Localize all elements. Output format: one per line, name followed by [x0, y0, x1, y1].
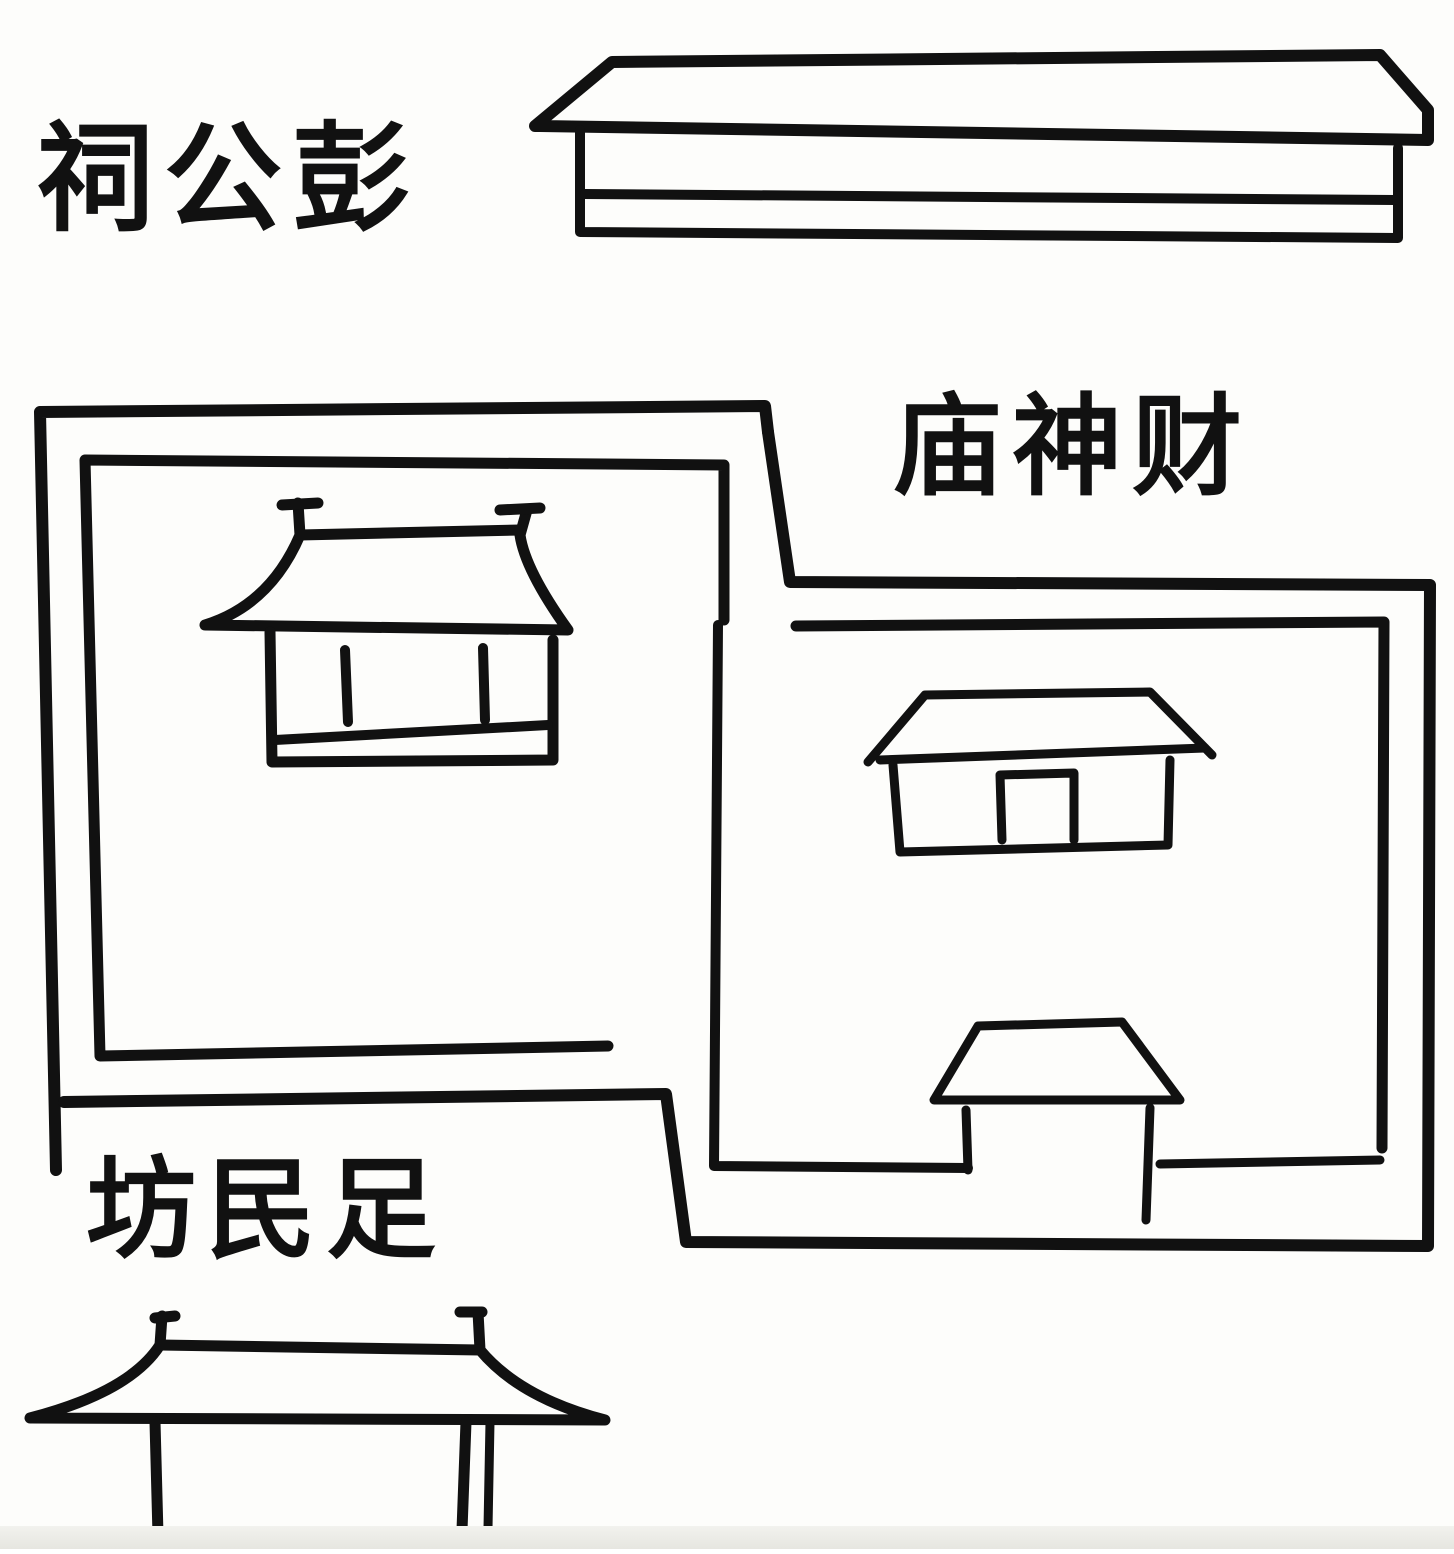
cai-shen-temple [863, 687, 1217, 857]
left-inner-courtyard [79, 454, 730, 1062]
right-inner-courtyard [709, 616, 1390, 1173]
cai-shen-miao-label: 庙神财 [892, 382, 1252, 511]
scan-edge [0, 1526, 1454, 1549]
peng-gong-ci-label: 祠公彭 [36, 109, 421, 248]
peng-gong-ci-hall [529, 49, 1434, 243]
zu-min-fang-arch [24, 1306, 611, 1541]
zu-min-fang-label: 坊民足 [86, 1145, 446, 1274]
left-compound-wall [34, 400, 1436, 1252]
left-pavilion [199, 497, 574, 768]
temple-gate-house [929, 1017, 1185, 1225]
